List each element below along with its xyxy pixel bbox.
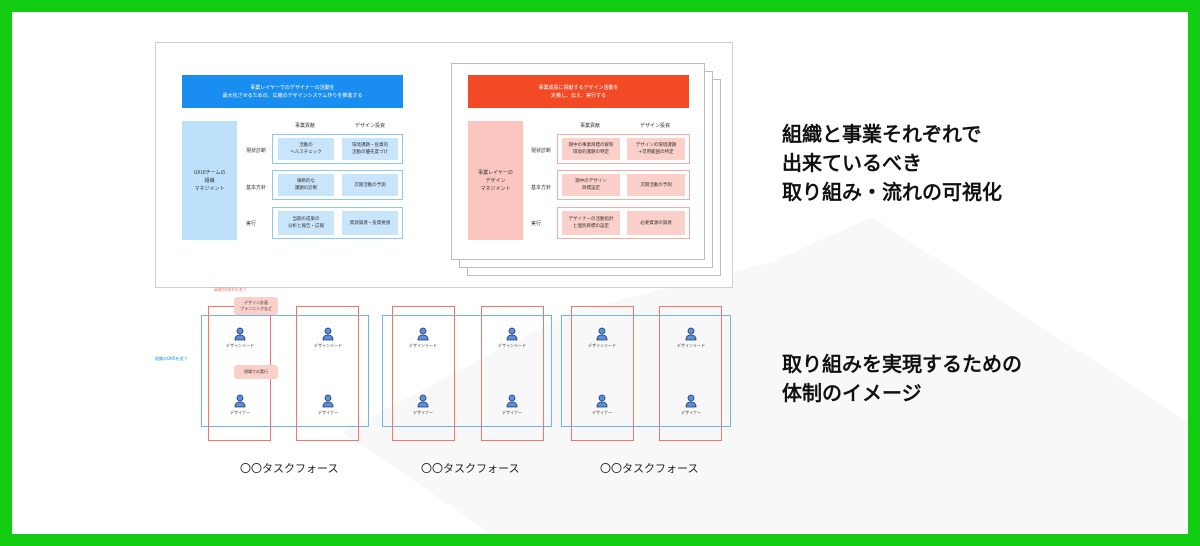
person-icon [417, 327, 429, 341]
designer-label: デザイナー [413, 410, 433, 415]
org-cell: 横断的な 課題の診断 [278, 174, 334, 196]
business-row-label: 現状診断 [531, 148, 552, 154]
person-icon [234, 394, 246, 408]
org-board-title: 事業レイヤーでのデザイナーの活動を 最大化させるための、広義のデザインシステム作… [182, 75, 403, 108]
business-cell: デザイナーの活動指針 と個別目標の設定 [562, 211, 620, 235]
designer-label: デザイナー [230, 410, 250, 415]
execution-bubble: 現場での実行 [234, 365, 278, 379]
org-cell: 資源調達・投資要請 [342, 211, 398, 235]
management-board: 事業レイヤーでのデザイナーの活動を 最大化させるための、広義のデザインシステム作… [155, 42, 733, 288]
background-shape [342, 217, 1188, 534]
person-icon [417, 394, 429, 408]
org-side-label: UXUIチームの 組織 マネジメント [182, 121, 237, 240]
org-col-header-contribution: 事業貢献 [294, 123, 315, 129]
org-row-label: 基本方針 [246, 185, 267, 191]
person-icon [322, 394, 334, 408]
design-lead-label: デザインリード [498, 343, 526, 348]
business-okr-label: 事業別OKRを追う [214, 287, 247, 292]
person-icon [685, 394, 697, 408]
business-cell: デザインの環境課題 +可用範囲の特定 [627, 138, 685, 160]
person-icon [506, 394, 518, 408]
designer-label: デザイナー [592, 410, 612, 415]
slide-canvas: 事業レイヤーでのデザイナーの活動を 最大化させるための、広義のデザインシステム作… [12, 12, 1188, 534]
person-icon [322, 327, 334, 341]
business-board-title: 事業成長に貢献するデザイン活動を 定義し、伝え、実行する [468, 75, 689, 108]
org-cell: 次期活動の予測 [342, 174, 398, 196]
org-okr-label: 組織のOKRを追う [155, 356, 188, 361]
org-cell: 活動の ヘルスチェック [278, 138, 334, 160]
person-icon [596, 394, 608, 408]
designer-label: デザイナー [681, 410, 701, 415]
bottom-message: 取り組みを実現するための 体制のイメージ [782, 352, 1022, 405]
business-col-header-investment: デザイン投資 [639, 123, 670, 129]
task-force-label: 〇〇タスクフォース [240, 462, 339, 475]
org-group-rect [561, 315, 731, 427]
top-message: 組織と事業それぞれで 出来ているべき 取り組み・流れの可視化 [782, 122, 1002, 204]
business-cell: 期中の事業目標の解釈 環境的課題の特定 [562, 138, 620, 160]
business-cell: 期中のデザイン 目標設定 [562, 174, 620, 196]
design-lead-label: デザインリード [677, 343, 705, 348]
org-group-rect [382, 315, 552, 427]
taskforce-column [481, 306, 544, 441]
business-cell: 必要資源の調達 [627, 211, 685, 235]
org-row-label: 実行 [246, 221, 257, 227]
design-lead-label: デザインリード [588, 343, 616, 348]
org-col-header-investment: デザイン投資 [354, 123, 385, 129]
taskforce-column [571, 306, 634, 441]
person-icon [596, 327, 608, 341]
business-row-label: 基本方針 [531, 185, 552, 191]
designer-label: デザイナー [318, 410, 338, 415]
design-lead-label: デザインリード [226, 343, 254, 348]
business-col-header-contribution: 事業貢献 [579, 123, 600, 129]
business-cell: 次期活動の予測 [627, 174, 685, 196]
org-row-label: 現状診断 [246, 148, 267, 154]
task-force-label: 〇〇タスクフォース [600, 462, 699, 475]
task-force-label: 〇〇タスクフォース [421, 462, 520, 475]
org-group-rect [201, 315, 369, 427]
design-lead-label: デザインリード [409, 343, 437, 348]
taskforce-column [659, 306, 722, 441]
taskforce-column [296, 306, 359, 441]
business-row-label: 実行 [531, 221, 542, 227]
design-lead-label: デザインリード [314, 343, 342, 348]
person-icon [685, 327, 697, 341]
plan-bubble: デザイン計画 プランニングなど [234, 297, 278, 315]
taskforce-column [392, 306, 455, 441]
person-icon [506, 327, 518, 341]
business-side-label: 事業レイヤーの デザイン マネジメント [468, 121, 523, 240]
org-cell: 当期の成果の 分析と報告・広報 [278, 211, 334, 235]
org-cell: 環境課題・投資的 活動の優先度づけ [342, 138, 398, 160]
designer-label: デザイナー [502, 410, 522, 415]
person-icon [234, 327, 246, 341]
